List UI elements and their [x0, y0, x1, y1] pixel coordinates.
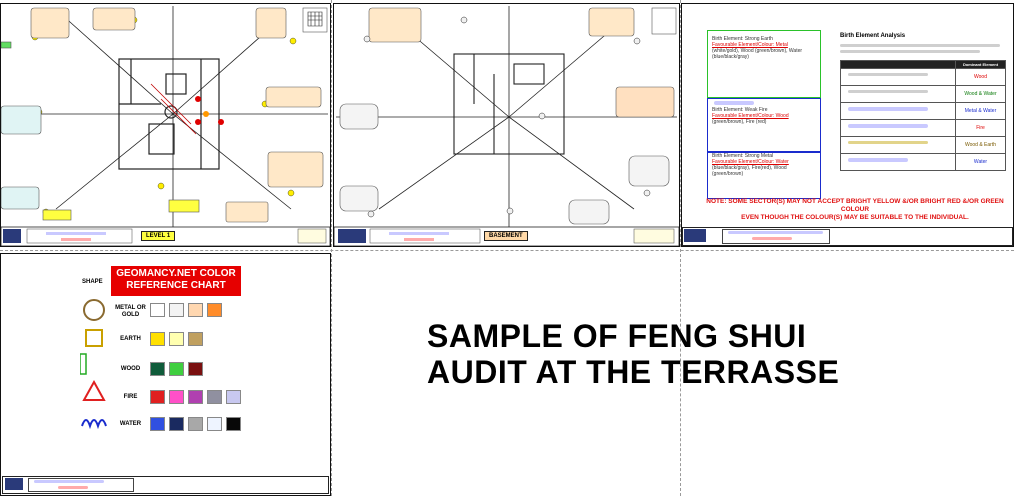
color-chart-heading: GEOMANCY.NET COLOR REFERENCE CHART — [111, 266, 241, 296]
color-swatch — [226, 390, 241, 404]
redacted-row — [848, 90, 928, 93]
birth-element-box — [707, 30, 821, 98]
redacted-row — [848, 124, 928, 128]
color-row-label: WATER — [119, 421, 142, 427]
page-title: SAMPLE OF FENG SHUI AUDIT AT THE TERRASS… — [427, 318, 840, 390]
redacted-name — [714, 101, 754, 105]
table-header — [840, 60, 956, 69]
table-cell: Wood & Water — [955, 85, 1006, 103]
basement-floorplan — [334, 6, 679, 246]
color-row-label: FIRE — [123, 394, 138, 400]
table-cell: Water — [955, 153, 1006, 171]
birth-element-text: Birth Element: Weak Fire Favourable Elem… — [712, 107, 789, 125]
shape-icons — [80, 299, 107, 430]
redacted-description — [840, 44, 1000, 47]
company-logo — [5, 478, 23, 490]
table-cell: Metal & Water — [955, 102, 1006, 120]
birth-element-text: Birth Element: Strong Metal Favourable E… — [712, 153, 789, 177]
redacted-row — [848, 73, 928, 76]
table-cell: Wood & Earth — [955, 136, 1006, 154]
color-swatch — [150, 417, 165, 431]
color-swatch — [226, 417, 241, 431]
table-cell: Fire — [955, 119, 1006, 137]
shape-label: SHAPE — [82, 279, 103, 285]
redacted-row — [848, 107, 928, 111]
color-row-label: WOOD — [120, 366, 141, 372]
color-swatch — [150, 303, 165, 317]
redacted-footer — [34, 480, 104, 483]
color-swatch — [169, 362, 184, 376]
color-swatch — [150, 390, 165, 404]
company-logo — [684, 229, 706, 242]
page-divider — [0, 250, 1014, 251]
earth-square-icon — [85, 329, 103, 347]
birth-element-box — [707, 152, 821, 199]
color-swatch — [169, 303, 184, 317]
color-row-label: METAL OR GOLD — [115, 305, 146, 318]
analysis-title: Birth Element Analysis — [840, 33, 906, 39]
color-swatch — [188, 417, 203, 431]
wood-rectangle-icon — [80, 353, 87, 375]
redacted-footer — [58, 486, 88, 489]
color-swatch — [150, 332, 165, 346]
dominant-element-table: Dominant Element Wood Wood & Water Metal… — [840, 60, 1006, 171]
redacted-row — [848, 141, 928, 144]
level1-plan-panel: LEVEL 1 — [0, 3, 331, 247]
birth-element-text: Birth Element: Strong Earth Favourable E… — [712, 36, 803, 60]
metal-circle-icon — [83, 299, 105, 321]
color-swatch — [188, 332, 203, 346]
note-warning: NOTE: SOME SECTOR(S) MAY NOT ACCEPT BRIG… — [706, 198, 1004, 221]
basement-plan-panel: BASEMENT — [333, 3, 680, 247]
redacted-footer — [752, 237, 792, 240]
color-swatch — [150, 362, 165, 376]
level-label: LEVEL 1 — [141, 231, 176, 241]
water-wave-icon — [81, 419, 107, 430]
basement-label: BASEMENT — [484, 231, 528, 241]
color-swatch — [169, 390, 184, 404]
level1-floorplan — [1, 6, 330, 246]
color-swatch — [188, 390, 203, 404]
page-divider — [680, 0, 681, 496]
birth-element-box — [707, 98, 821, 152]
color-swatch — [169, 332, 184, 346]
color-swatch — [207, 303, 222, 317]
fire-triangle-icon — [82, 379, 106, 401]
color-swatch — [169, 417, 184, 431]
color-swatch — [188, 303, 203, 317]
table-header: Dominant Element — [955, 60, 1006, 69]
redacted-row — [848, 158, 908, 162]
color-swatch — [207, 417, 222, 431]
color-swatch — [207, 390, 222, 404]
table-cell: Wood — [955, 68, 1006, 86]
color-swatch — [188, 362, 203, 376]
page-divider — [331, 0, 332, 496]
color-row-label: EARTH — [120, 336, 141, 342]
redacted-footer — [728, 231, 823, 234]
redacted-description — [840, 50, 980, 53]
